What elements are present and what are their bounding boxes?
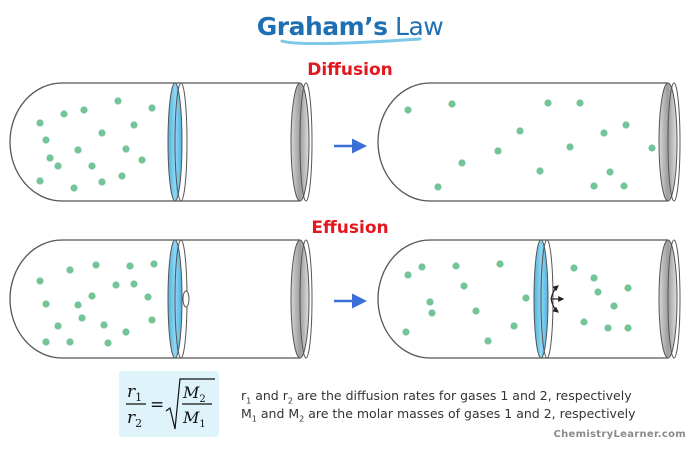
gas-particle — [74, 146, 82, 154]
gas-particle — [78, 314, 86, 322]
diffusion-particles-before — [36, 97, 156, 192]
gas-particle — [36, 277, 44, 285]
gas-particle — [42, 300, 50, 308]
gas-particle — [620, 182, 628, 190]
gas-particle — [544, 99, 552, 107]
gas-particle — [458, 159, 466, 167]
gas-particle — [126, 262, 134, 270]
gas-particle — [580, 318, 588, 326]
gas-particle — [130, 280, 138, 288]
gas-particle — [622, 121, 630, 129]
gas-particle — [404, 271, 412, 279]
gas-particle — [114, 97, 122, 105]
gas-particle — [70, 184, 78, 192]
gas-particle — [648, 144, 656, 152]
gas-particle — [148, 104, 156, 112]
gas-particle — [606, 168, 614, 176]
gas-particle — [112, 281, 120, 289]
gas-particle — [566, 143, 574, 151]
gas-particle — [100, 321, 108, 329]
gas-particle — [624, 324, 632, 332]
gas-particle — [98, 129, 106, 137]
gas-particle — [80, 106, 88, 114]
gas-particle — [448, 100, 456, 108]
formula-m2: M2 — [182, 383, 206, 405]
pinhole — [182, 290, 190, 308]
gas-particle — [496, 260, 504, 268]
gas-particle — [428, 309, 436, 317]
gas-particle — [92, 261, 100, 269]
gas-particle — [104, 339, 112, 347]
gas-particle — [590, 274, 598, 282]
gas-particle — [494, 147, 502, 155]
gas-particle — [472, 307, 480, 315]
gas-particle — [138, 156, 146, 164]
title-light: Law — [387, 12, 444, 41]
title-underline — [280, 37, 422, 46]
formula-equals: = — [150, 395, 164, 415]
page-title: Graham’s Law — [0, 12, 700, 41]
diffusion-tube-before — [9, 82, 313, 202]
gas-particle — [510, 322, 518, 330]
formula-r2: r2 — [127, 408, 142, 430]
diffusion-tube-after — [377, 82, 681, 202]
gas-particle — [150, 260, 158, 268]
gas-particle — [36, 119, 44, 127]
gas-particle — [418, 263, 426, 271]
diffusion-particles-after — [404, 99, 656, 191]
gas-particle — [122, 328, 130, 336]
gas-particle — [88, 162, 96, 170]
gas-particle — [88, 292, 96, 300]
legend-rates: r1 and r2 are the diffusion rates for ga… — [241, 388, 632, 406]
formula-r1: r1 — [127, 382, 142, 404]
gas-particle — [36, 177, 44, 185]
gas-particle — [460, 282, 468, 290]
gas-particle — [130, 121, 138, 129]
gas-particle — [60, 110, 68, 118]
gas-particle — [404, 106, 412, 114]
graham-formula: r1 r2 = M2 M1 — [126, 378, 215, 430]
formula-m1: M1 — [182, 408, 206, 430]
gas-particle — [522, 294, 530, 302]
gas-particle — [402, 328, 410, 336]
section-label-diffusion: Diffusion — [307, 60, 393, 80]
gas-particle — [600, 129, 608, 137]
gas-particle — [66, 338, 74, 346]
gas-particle — [46, 154, 54, 162]
gas-particle — [98, 178, 106, 186]
gas-particle — [122, 145, 130, 153]
gas-particle — [118, 172, 126, 180]
effusion-particles-before — [36, 260, 158, 347]
gas-particle — [570, 264, 578, 272]
gas-particle — [590, 182, 598, 190]
gas-particle — [434, 183, 442, 191]
gas-particle — [452, 262, 460, 270]
gas-particle — [536, 167, 544, 175]
gas-particle — [484, 337, 492, 345]
gas-particle — [42, 338, 50, 346]
gas-particle — [594, 288, 602, 296]
gas-particle — [148, 316, 156, 324]
gas-particle — [604, 324, 612, 332]
legend-masses: M1 and M2 are the molar masses of gases … — [241, 406, 636, 424]
gas-particle — [610, 302, 618, 310]
gas-particle — [74, 301, 82, 309]
effusion-tube-before — [9, 239, 313, 359]
gas-particle — [426, 298, 434, 306]
section-label-effusion: Effusion — [311, 218, 389, 238]
formula-box: r1 r2 = M2 M1 — [119, 371, 219, 437]
gas-particle — [576, 99, 584, 107]
brand-watermark: ChemistryLearner.com — [553, 429, 686, 440]
gas-particle — [624, 284, 632, 292]
gas-particle — [144, 293, 152, 301]
gas-particle — [54, 162, 62, 170]
gas-particle — [516, 127, 524, 135]
gas-particle — [54, 322, 62, 330]
title-bold: Graham’s — [256, 12, 388, 41]
gas-particle — [42, 136, 50, 144]
effusion-particles-after — [402, 260, 632, 345]
escape-arrows — [550, 285, 565, 313]
gas-particle — [66, 266, 74, 274]
